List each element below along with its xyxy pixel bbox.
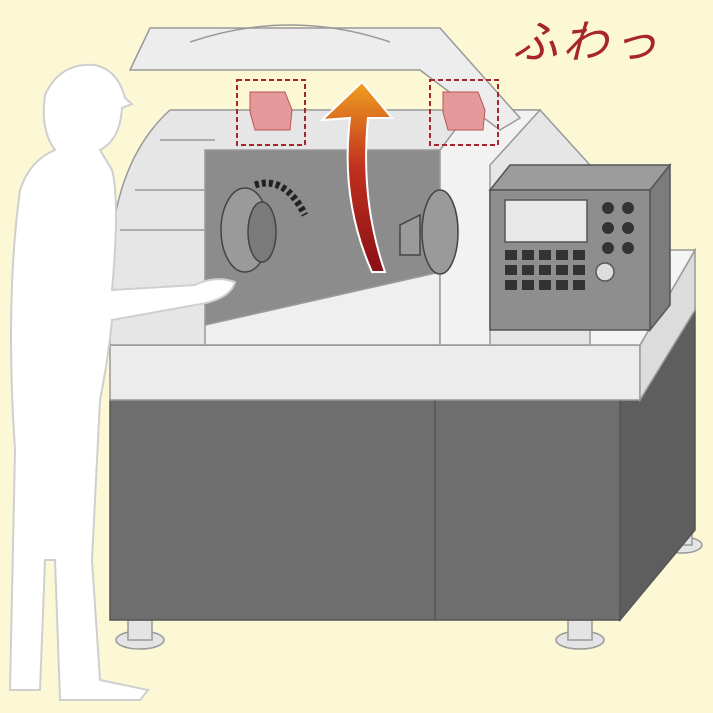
operator-silhouette: [8, 63, 237, 701]
sensor-highlight-right: [429, 79, 499, 146]
tool-turret: [399, 189, 459, 275]
lift-arrow: [319, 80, 395, 273]
machine-lid: [128, 24, 522, 131]
control-panel: [488, 162, 672, 333]
sensor-highlight-left: [236, 79, 306, 146]
lathe-chuck: [220, 179, 309, 273]
keypad: [505, 250, 585, 290]
annotation-text: ふわっ: [512, 15, 662, 69]
